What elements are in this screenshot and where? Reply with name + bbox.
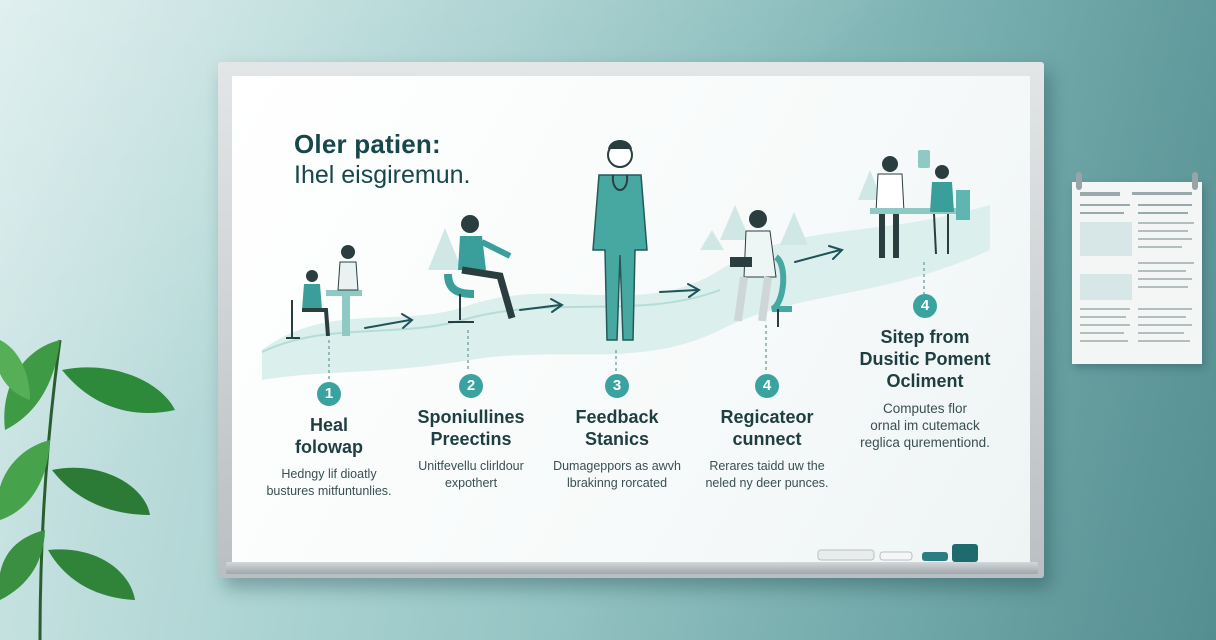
step-number-badge: 3 [605, 374, 629, 398]
step-title-line1: Feedback [575, 407, 659, 427]
notice-text-lines [1080, 192, 1194, 342]
step-desc-line3: reglica qurementiond. [860, 435, 990, 450]
figure-standing-doctor [592, 140, 648, 341]
step-desc-line2: bustures mitfuntunlies. [266, 484, 392, 498]
step-2: 2 Sponiullines Preectins Unitfevellu cli… [404, 374, 538, 492]
step-desc-line1: Computes flor [882, 401, 968, 416]
step-3: 3 Feedback Stanics Dumageppors as awvh l… [550, 374, 684, 492]
step-desc-line1: Hedngy lif dioatly [281, 467, 377, 481]
marker-set [817, 544, 978, 562]
step-title-line2: Dusitic Poment [859, 349, 991, 369]
step-number-badge: 4 [913, 294, 937, 318]
figure-desk-consultation [286, 245, 362, 339]
step-title-line1: Heal [309, 415, 349, 435]
step-title-line1: Sponiullines [417, 407, 525, 427]
step-desc-line1: Unitfevellu clirldour [418, 459, 524, 473]
step-1: 1 Heal folowap Hedngy lif dioatly bustur… [262, 382, 396, 500]
figure-seated-woman [444, 215, 516, 323]
step-title-line2: cunnect [732, 429, 802, 449]
step-4: 4 Regicateor cunnect Rerares taidd uw th… [700, 374, 834, 492]
step-title-line1: Sitep from [880, 327, 970, 347]
board-title-line2: Ihel eisgiremun. [294, 161, 471, 189]
potted-plant [0, 339, 175, 640]
figure-consultation-table [870, 150, 970, 258]
step-title-line2: Stanics [584, 429, 650, 449]
wall-notice-paper [1072, 172, 1202, 364]
step-number-badge: 2 [459, 374, 483, 398]
step-title-line2: folowap [295, 437, 363, 457]
step-5: 4 Sitep from Dusitic Poment Ocliment Com… [852, 294, 998, 451]
step-desc-line1: Dumageppors as awvh [553, 459, 681, 473]
step-title-line2: Preectins [430, 429, 512, 449]
step-desc-line2: ornal im cutemack [870, 418, 980, 433]
step-desc-line2: expothert [444, 476, 498, 490]
step-number-badge: 1 [317, 382, 341, 406]
step-number-badge: 4 [755, 374, 779, 398]
paper-clip [1192, 172, 1198, 190]
board-title-line1: Oler patien: [294, 129, 441, 159]
whiteboard-ledge [226, 562, 1038, 574]
step-title-line1: Regicateor [720, 407, 814, 427]
paper-clip [1076, 172, 1082, 190]
step-desc-line2: lbrakinng rorcated [566, 476, 668, 490]
board-title: Oler patien: Ihel eisgiremun. [294, 128, 470, 190]
step-desc-line1: Rerares taidd uw the [709, 459, 825, 473]
figure-seated-man-tablet [730, 210, 792, 327]
step-desc-line2: neled ny deer punces. [705, 476, 829, 490]
step-title-line3: Ocliment [886, 371, 964, 391]
